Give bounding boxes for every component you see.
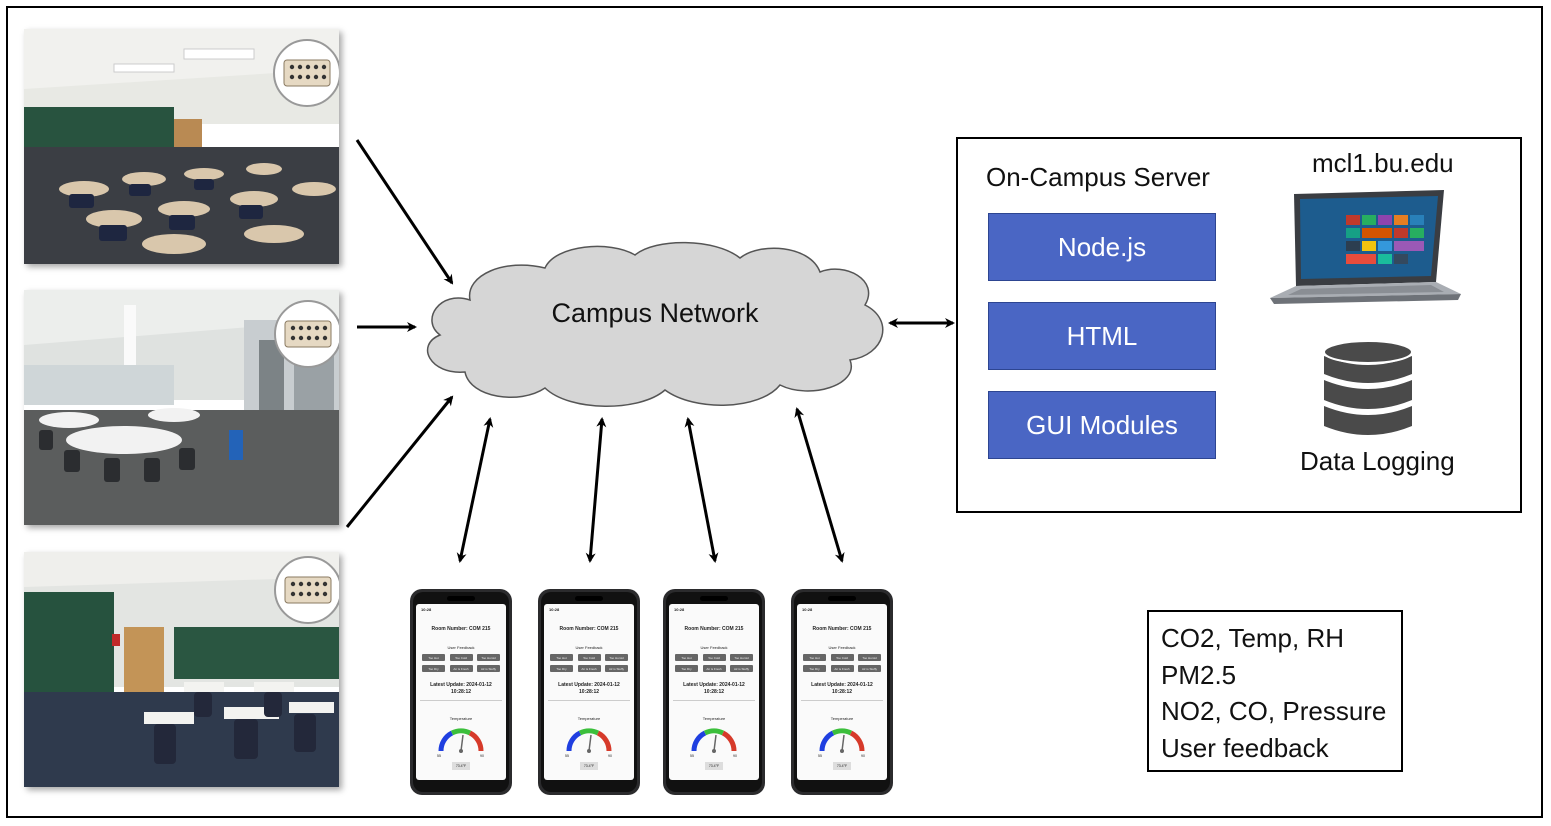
gauge-min: 55 [565,754,569,758]
feedback-air-fresh-button[interactable]: Air is Fresh [449,665,473,672]
gauge-max: 90 [733,754,737,758]
gauge-max: 90 [480,754,484,758]
feedback-air-stuffy-button[interactable]: Air is Stuffy [605,665,628,672]
gauge-value: 73.4°F [580,762,598,770]
feedback-too-dry-button[interactable]: Too Dry [675,665,698,672]
phone-feedback-title: User Feedback [828,645,856,650]
measurement-line: NO2, CO, Pressure [1161,696,1387,726]
smartphone-4: 10:28 Room Number: COM 215 User Feedback… [790,588,894,796]
feedback-too-cold-button[interactable]: Too Cold [577,654,601,661]
phone-screen: 10:28 Room Number: COM 215 User Feedback… [416,604,506,780]
gauge-max: 90 [861,754,865,758]
smartphone-1: 10:28 Room Number: COM 215 User Feedback… [409,588,513,796]
cloud-label: Campus Network [551,298,759,328]
phone-feedback-title: User Feedback [447,645,475,650]
feedback-air-stuffy-button[interactable]: Air is Stuffy [730,665,753,672]
gauge-title: Temperature [702,716,726,721]
phone-screen: 10:28 Room Number: COM 215 User Feedback… [797,604,887,780]
feedback-too-humid-button[interactable]: Too Humid [477,654,500,661]
laptop-icon [1270,190,1461,304]
feedback-too-hot-button[interactable]: Too Hot [675,654,698,661]
server-host: mcl1.bu.edu [1312,148,1454,178]
gauge-min: 55 [818,754,822,758]
classroom-photo-1 [24,29,339,264]
gauge-max: 90 [608,754,612,758]
feedback-too-dry-button[interactable]: Too Dry [803,665,826,672]
feedback-too-humid-button[interactable]: Too Humid [730,654,753,661]
feedback-air-fresh-button[interactable]: Air is Fresh [830,665,854,672]
gauge-min: 55 [437,754,441,758]
temperature-gauge [819,728,865,753]
measurement-line: PM2.5 [1161,659,1237,690]
feedback-too-hot-button[interactable]: Too Hot [803,654,826,661]
gauge-value: 73.4°F [705,762,723,770]
feedback-too-humid-button[interactable]: Too Humid [605,654,628,661]
phone-feedback-title: User Feedback [575,645,603,650]
classroom-photo-2 [24,290,339,525]
module-gui: GUI Modules [988,391,1216,459]
phone-latest-update: Latest Update: 2024-01-12 10:28:12 [683,682,745,695]
gauge-title: Temperature [830,716,854,721]
module-nodejs: Node.js [988,213,1216,281]
module-html: HTML [988,302,1216,370]
feedback-too-cold-button[interactable]: Too Cold [449,654,473,661]
smartphone-3: 10:28 Room Number: COM 215 User Feedback… [662,588,766,796]
phone-latest-update: Latest Update: 2024-01-12 10:28:12 [430,682,492,695]
feedback-too-hot-button[interactable]: Too Hot [550,654,573,661]
smartphone-2: 10:28 Room Number: COM 215 User Feedback… [537,588,641,796]
diagram-frame [6,6,1543,818]
feedback-too-hot-button[interactable]: Too Hot [422,654,445,661]
phone-time: 10:28 [421,607,432,612]
gauge-min: 55 [690,754,694,758]
measurement-line: User feedback [1161,732,1329,763]
sensor-device-icon [274,300,339,368]
phone-room-number: Room Number: COM 215 [684,626,744,632]
feedback-air-fresh-button[interactable]: Air is Fresh [702,665,726,672]
feedback-air-fresh-button[interactable]: Air is Fresh [577,665,601,672]
measurements-box: CO2, Temp, RH PM2.5 NO2, CO, Pressure Us… [1147,610,1403,772]
temperature-gauge [566,728,612,753]
data-logging-label: Data Logging [1300,446,1455,476]
feedback-air-stuffy-button[interactable]: Air is Stuffy [477,665,500,672]
classroom-photo-3 [24,552,339,787]
phone-feedback-title: User Feedback [700,645,728,650]
phone-time: 10:28 [674,607,685,612]
gauge-title: Temperature [577,716,601,721]
phone-time: 10:28 [549,607,560,612]
sensor-device-icon [274,556,339,624]
temperature-gauge [438,728,484,753]
phone-room-number: Room Number: COM 215 [812,626,872,632]
phone-latest-update: Latest Update: 2024-01-12 10:28:12 [811,682,873,695]
phone-screen: 10:28 Room Number: COM 215 User Feedback… [669,604,759,780]
temperature-gauge [691,728,737,753]
phone-room-number: Room Number: COM 215 [431,626,491,632]
phone-latest-update: Latest Update: 2024-01-12 10:28:12 [558,682,620,695]
measurement-line: CO2, Temp, RH [1161,623,1345,653]
phone-time: 10:28 [802,607,813,612]
server-title: On-Campus Server [986,162,1210,192]
phone-room-number: Room Number: COM 215 [559,626,619,632]
gauge-title: Temperature [449,716,473,721]
sensor-device-icon [273,39,339,107]
feedback-too-cold-button[interactable]: Too Cold [702,654,726,661]
feedback-too-humid-button[interactable]: Too Humid [858,654,881,661]
feedback-too-cold-button[interactable]: Too Cold [830,654,854,661]
feedback-air-stuffy-button[interactable]: Air is Stuffy [858,665,881,672]
feedback-too-dry-button[interactable]: Too Dry [422,665,445,672]
feedback-too-dry-button[interactable]: Too Dry [550,665,573,672]
database-icon [1323,340,1413,435]
gauge-value: 73.4°F [452,762,470,770]
phone-screen: 10:28 Room Number: COM 215 User Feedback… [544,604,634,780]
gauge-value: 73.4°F [833,762,851,770]
